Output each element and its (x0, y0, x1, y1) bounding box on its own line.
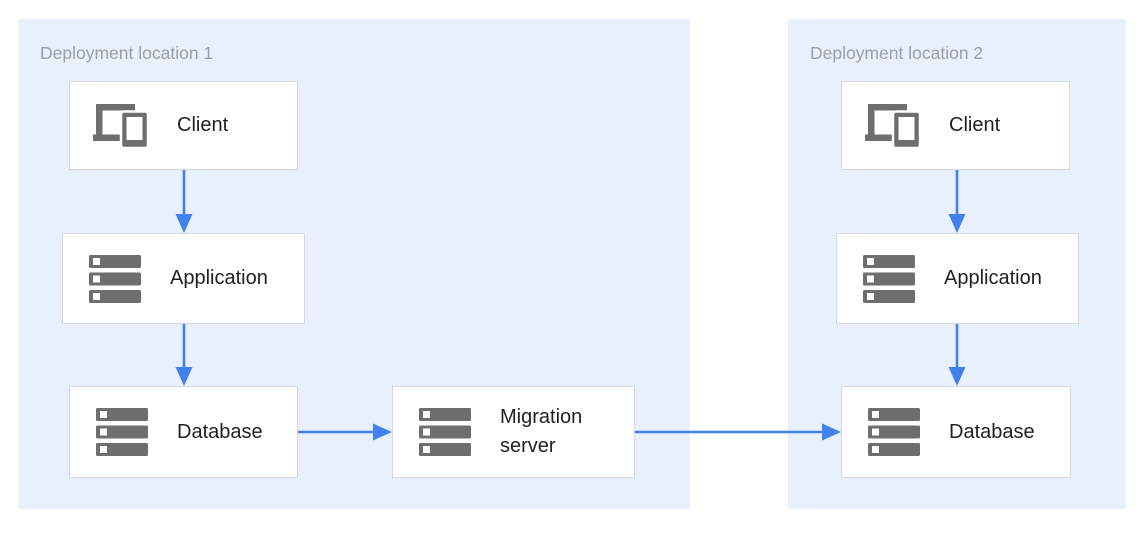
server-stack-icon (92, 408, 152, 456)
server-stack-icon (85, 254, 145, 303)
server-stack-icon (859, 254, 919, 303)
region-2-label: Deployment location 2 (810, 43, 984, 63)
node-label: Database (177, 420, 263, 443)
node-label: Application (170, 267, 268, 289)
node-label: Client (177, 114, 229, 136)
node-database-2: Database (841, 386, 1071, 478)
node-migration-server: Migration server (392, 386, 635, 478)
devices-icon (864, 103, 924, 148)
node-application-1: Application (62, 233, 305, 324)
node-label: Application (944, 267, 1042, 289)
server-stack-icon (864, 408, 924, 456)
region-1-label: Deployment location 1 (40, 43, 214, 63)
node-client-2: Client (841, 81, 1070, 170)
node-database-1: Database (69, 386, 298, 478)
node-client-1: Client (69, 81, 298, 170)
node-application-2: Application (836, 233, 1079, 324)
devices-icon (92, 103, 152, 148)
node-label: Client (949, 114, 1001, 136)
node-label: Migration server (500, 406, 583, 457)
node-label: Database (949, 420, 1035, 443)
server-stack-icon (415, 408, 475, 456)
